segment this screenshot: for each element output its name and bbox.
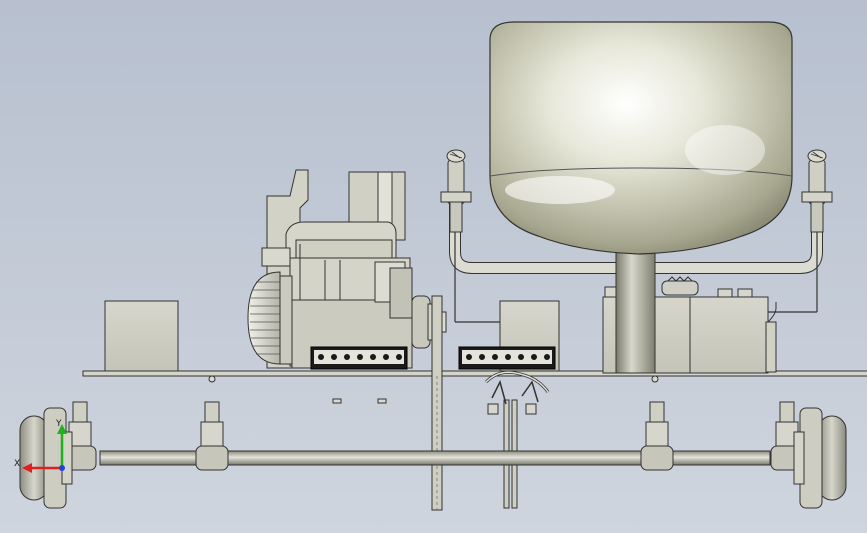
axle-brackets[interactable] (63, 401, 804, 471)
x-arrow-head (22, 463, 32, 473)
control-box-left[interactable] (104, 300, 179, 372)
axle[interactable] (99, 450, 771, 466)
base-plate[interactable] (82, 370, 867, 377)
right-handle[interactable] (801, 149, 833, 233)
z-axis-dot (59, 465, 65, 471)
left-handle[interactable] (440, 149, 472, 233)
terminal-block-left[interactable] (310, 346, 408, 370)
cable-clamp[interactable] (208, 370, 659, 415)
tank[interactable] (489, 21, 793, 255)
y-arrow-head (57, 424, 67, 434)
y-axis-label: Y (55, 419, 62, 429)
coordinate-triad: X Y (14, 419, 67, 473)
right-wheel[interactable] (793, 407, 847, 509)
terminal-block-center[interactable] (458, 346, 556, 370)
x-axis-label: X (14, 459, 20, 469)
tank-support-post[interactable] (615, 235, 656, 374)
engine-cooling-fan[interactable] (247, 271, 293, 365)
